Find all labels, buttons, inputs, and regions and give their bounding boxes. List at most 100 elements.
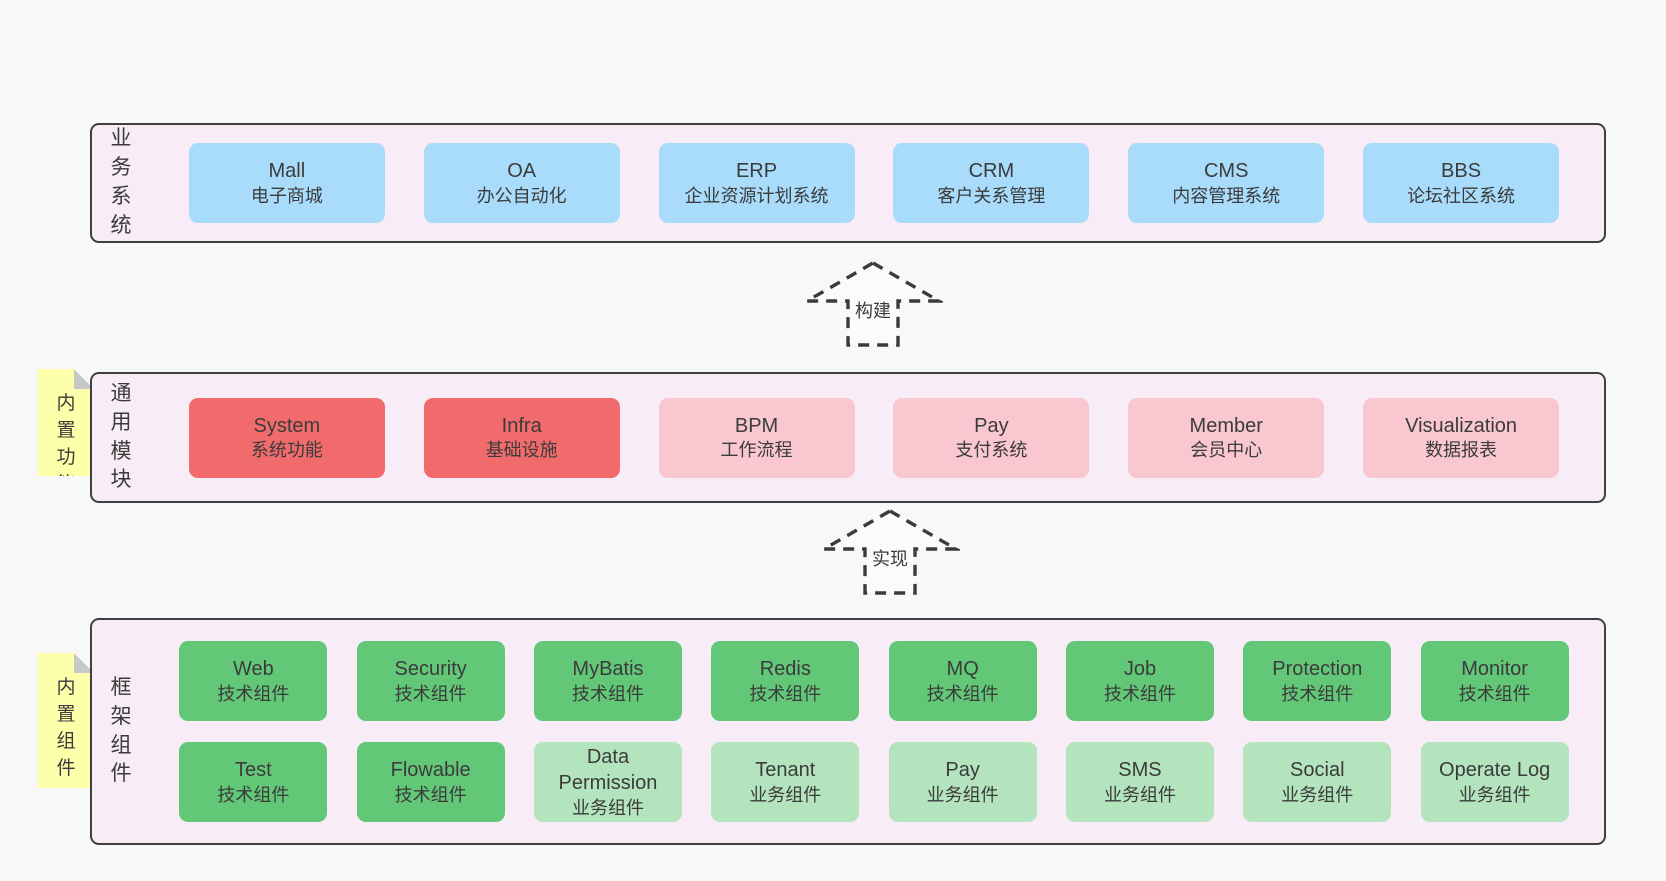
box-title: Monitor bbox=[1461, 658, 1528, 681]
box-title: Security bbox=[394, 658, 467, 681]
panel-label-framework-components: 框架组件 bbox=[110, 675, 132, 786]
box-subtitle: 论坛社区系统 bbox=[1407, 185, 1516, 206]
box-subtitle: 技术组件 bbox=[394, 784, 467, 805]
arrow-implement-label: 实现 bbox=[869, 545, 911, 571]
box-title: MyBatis bbox=[572, 658, 644, 681]
box-title: Operate Log bbox=[1439, 759, 1551, 782]
box-subtitle: 会员中心 bbox=[1190, 440, 1263, 460]
box-subtitle: 电子商城 bbox=[250, 185, 323, 206]
box-title: SMS bbox=[1118, 759, 1162, 782]
box-subtitle: 技术组件 bbox=[749, 683, 822, 704]
box-title: MQ bbox=[946, 658, 979, 681]
box-subtitle: 基础设施 bbox=[485, 440, 558, 460]
box-title: CMS bbox=[1203, 160, 1249, 183]
box-subtitle: 技术组件 bbox=[1281, 683, 1354, 704]
box-subtitle: 工作流程 bbox=[720, 440, 793, 460]
box-subtitle: 技术组件 bbox=[217, 683, 290, 704]
box-subtitle: 客户关系管理 bbox=[937, 185, 1046, 206]
note-text: 内置功能 bbox=[56, 393, 76, 495]
box-subtitle: 技术组件 bbox=[217, 784, 290, 805]
box-member: Member 会员中心 bbox=[1128, 397, 1325, 478]
box-title: Member bbox=[1189, 414, 1263, 437]
arrow-implement: 实现 bbox=[820, 508, 960, 596]
arrow-build-label: 构建 bbox=[852, 297, 894, 323]
box-title: Infra bbox=[501, 414, 542, 437]
box-subtitle: 业务组件 bbox=[926, 784, 999, 805]
box-subtitle: 数据报表 bbox=[1425, 440, 1498, 460]
box-pay: Pay 支付系统 bbox=[893, 397, 1090, 478]
panel-common-modules: 通用模块 System 系统功能 Infra 基础设施 BPM 工作流程 Pay 支付系统 Me… bbox=[90, 372, 1606, 503]
box-subtitle: 技术组件 bbox=[571, 683, 644, 704]
box-subtitle: 业务组件 bbox=[571, 797, 644, 818]
box-title: Test bbox=[234, 759, 272, 782]
box-title: Data Permission bbox=[558, 745, 658, 795]
box-title: OA bbox=[507, 160, 537, 183]
box-title: Job bbox=[1123, 658, 1157, 681]
box-title: BPM bbox=[734, 414, 779, 437]
box-subtitle: 业务组件 bbox=[1103, 784, 1176, 805]
note-text: 内置组件 bbox=[56, 677, 76, 779]
box-title: Pay bbox=[945, 759, 980, 782]
box-title: Tenant bbox=[755, 759, 816, 782]
sticky-note-builtin-features: 内置功能 bbox=[38, 369, 94, 476]
box-title: Pay bbox=[974, 414, 1009, 437]
box-subtitle: 系统功能 bbox=[250, 440, 323, 460]
sticky-note-builtin-components: 内置组件 bbox=[38, 653, 94, 788]
box-infra: Infra 基础设施 bbox=[423, 397, 620, 478]
box-title: Social bbox=[1290, 759, 1345, 782]
box-system: System 系统功能 bbox=[188, 397, 385, 478]
arrow-build: 构建 bbox=[803, 260, 943, 348]
box-title: Web bbox=[232, 658, 274, 681]
box-title: BBS bbox=[1441, 160, 1482, 183]
panel-label-common-modules: 通用模块 bbox=[110, 381, 132, 492]
box-subtitle: 支付系统 bbox=[955, 440, 1028, 460]
module-row: System 系统功能 Infra 基础设施 BPM 工作流程 Pay 支付系统 Member 会… bbox=[150, 397, 1598, 478]
box-visualization: Visualization 数据报表 bbox=[1363, 397, 1560, 478]
box-subtitle: 业务组件 bbox=[749, 784, 822, 805]
box-subtitle: 技术组件 bbox=[1458, 683, 1531, 704]
box-title: Redis bbox=[759, 658, 811, 681]
panel-label-business-systems: 业务系统 bbox=[110, 127, 132, 237]
box-title: Flowable bbox=[390, 759, 471, 782]
box-bpm: BPM 工作流程 bbox=[658, 397, 855, 478]
box-subtitle: 业务组件 bbox=[1281, 784, 1354, 805]
box-subtitle: 技术组件 bbox=[926, 683, 999, 704]
box-title: Visualization bbox=[1405, 414, 1518, 437]
box-subtitle: 技术组件 bbox=[1103, 683, 1176, 704]
box-title: System bbox=[253, 414, 321, 437]
panel-content: System 系统功能 Infra 基础设施 BPM 工作流程 Pay 支付系统 Member 会… bbox=[150, 374, 1604, 501]
box-subtitle: 内容管理系统 bbox=[1172, 185, 1281, 206]
box-title: CRM bbox=[968, 160, 1015, 183]
box-subtitle: 办公自动化 bbox=[476, 185, 567, 206]
box-subtitle: 企业资源计划系统 bbox=[684, 185, 829, 206]
